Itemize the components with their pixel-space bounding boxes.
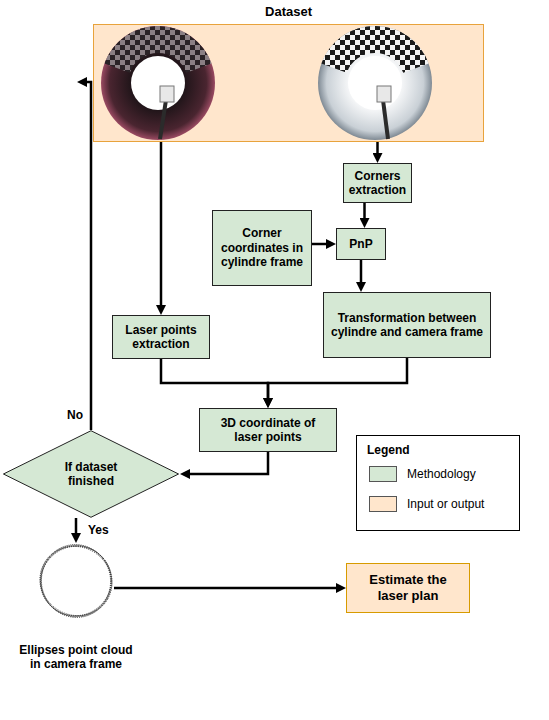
node-label: PnP [349,237,372,251]
flow-arrow [312,243,328,246]
node-label: Laser points extraction [119,323,203,352]
flow-arrow [114,587,338,590]
process-box: 3D coordinate of laser points [199,408,337,452]
node-heading: Dataset [94,4,483,20]
legend-title: Legend [367,443,410,457]
flow-arrow [188,452,268,474]
node-label: Corner coordinates in cylindre frame [219,226,305,269]
node-heading: Ellipses point cloud in camera frame [14,643,138,672]
dataset-fill [93,24,484,142]
light-ring-image [318,26,432,140]
flow-arrow [75,518,78,535]
legend-swatch [369,466,397,482]
process-box: Laser points extraction [112,315,210,359]
legend-text: Input or output [407,496,484,512]
ellipse-cloud [38,543,114,619]
dark-ring-image [101,26,215,140]
output-box: Estimate the laser plan [346,563,470,613]
decision-diamond: If dataset finished [2,430,180,518]
legend-swatch [369,496,397,512]
flow-arrow [161,359,268,400]
flow-arrow [160,142,163,307]
process-box: Corner coordinates in cylindre frame [212,210,312,286]
edge-label: No [65,408,85,422]
flow-arrow [268,358,407,400]
flow-arrow [376,142,379,155]
node-label: If dataset finished [49,460,133,489]
flow-arrow [85,82,91,430]
node-label: Transformation between cylindre and came… [328,311,486,340]
process-box: Corners extraction [343,163,412,203]
point-cloud-node: Ellipses point cloud in camera frame [38,543,114,619]
legend-box: LegendMethodologyInput or output [356,435,520,531]
process-box: Transformation between cylindre and came… [323,292,491,358]
process-box: PnP [336,228,386,260]
node-label: Estimate the laser plan [355,572,461,603]
legend-text: Methodology [407,466,476,482]
node-label: 3D coordinate of laser points [210,416,326,445]
flow-arrow [363,203,366,220]
edge-label: Yes [86,523,111,537]
dataset-panel: Dataset [93,24,484,142]
flow-arrow [360,260,363,284]
node-label: Corners extraction [347,169,408,198]
